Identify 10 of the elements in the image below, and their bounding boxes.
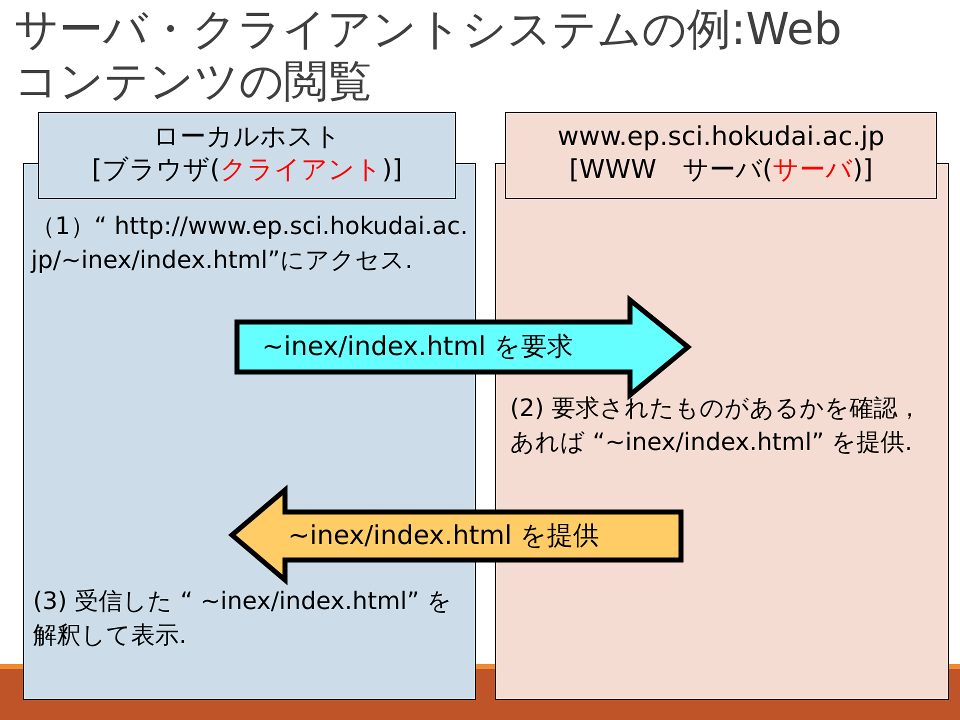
step-text: （1）“ http://www.ep.sci.hokudai.ac.jp/~inex/index.html”にアクセス.	[31, 211, 469, 276]
block-arrow	[234, 294, 692, 400]
arrow-label: ~inex/index.html を提供	[288, 521, 600, 551]
block-arrow	[228, 484, 684, 586]
heading-box: www.ep.sci.hokudai.ac.jp [WWW サーバ(サーバ)]	[505, 112, 937, 199]
heading-box: ローカルホスト [ブラウザ(クライアント)]	[38, 112, 456, 199]
arrow-label: ~inex/index.html を要求	[262, 332, 574, 362]
title: サーバ・クライアントシステムの例:Web コンテンツの閲覧	[14, 4, 843, 108]
step-text: (3) 受信した “ ~inex/index.html” を解釈して表示.	[33, 586, 453, 651]
step-text: (2) 要求されたものがあるかを確認，あれば “~inex/index.html” を提供.	[510, 393, 923, 458]
